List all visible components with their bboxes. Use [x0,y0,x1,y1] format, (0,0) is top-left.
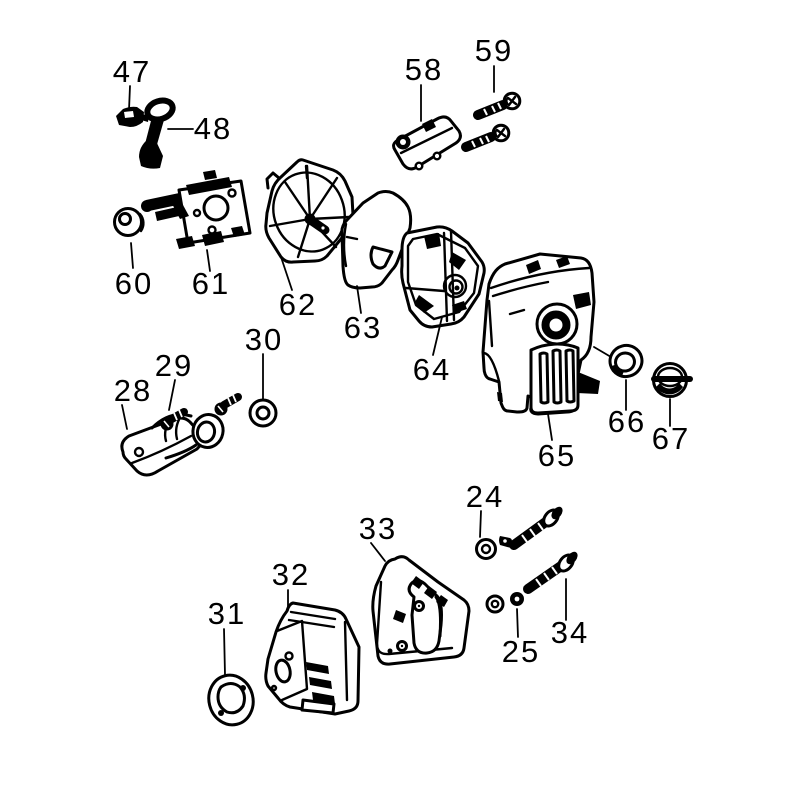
part-32-drawing [264,601,361,716]
part-60-drawing [113,207,145,237]
part-60-leader [130,242,134,269]
part-28-drawing [120,413,225,477]
part-30-drawing [248,398,278,428]
part-29-drawing [160,393,242,431]
part-32-label: 32 [272,557,310,592]
part-58-label: 58 [405,52,443,87]
part-58-drawing [392,115,462,171]
part-25-drawing [485,592,524,614]
part-31-label: 31 [208,596,246,631]
part-62-leader [280,256,293,291]
part-63-drawing [340,190,413,290]
part-62-label: 62 [279,287,317,322]
part-30-label: 30 [245,322,283,357]
part-61-leader [206,249,211,272]
part-64-leader [432,316,443,356]
part-34-drawing [523,551,578,594]
part-65-label: 65 [538,438,576,473]
part-33-drawing [371,555,471,666]
part-24-leader [479,510,482,538]
part-28-leader [121,404,128,430]
part-65-drawing [481,252,600,416]
part-28-label: 28 [114,373,152,408]
part-47-label: 47 [113,54,151,89]
part-66-label: 66 [608,404,646,439]
part-25-leader [516,608,519,638]
part-33-label: 33 [359,511,397,546]
part-59-drawing [461,91,522,152]
part-47-drawing [116,106,149,127]
part-66-drawing [593,343,644,379]
part-61-label: 61 [192,266,230,301]
part-65-leader [547,413,553,441]
part-47-leader [128,85,131,111]
part-48-label: 48 [194,111,232,146]
part-29-leader [168,379,176,411]
part-29-label: 29 [155,348,193,383]
part-34-label: 34 [551,615,589,650]
part-59-label: 59 [475,33,513,68]
part-60-label: 60 [115,266,153,301]
part-24-drawing [475,506,563,560]
part-64-label: 64 [413,352,451,387]
part-61-drawing [141,170,252,249]
part-63-leader [356,285,362,314]
part-48-drawing [139,97,176,169]
part-63-label: 63 [344,310,382,345]
part-33-leader [370,542,386,562]
part-24-label: 24 [466,479,504,514]
part-64-drawing [400,225,486,329]
part-67-drawing [651,362,693,398]
part-25-label: 25 [502,634,540,669]
part-31-drawing [207,673,255,727]
part-31-leader [223,628,226,676]
part-67-label: 67 [652,421,690,456]
